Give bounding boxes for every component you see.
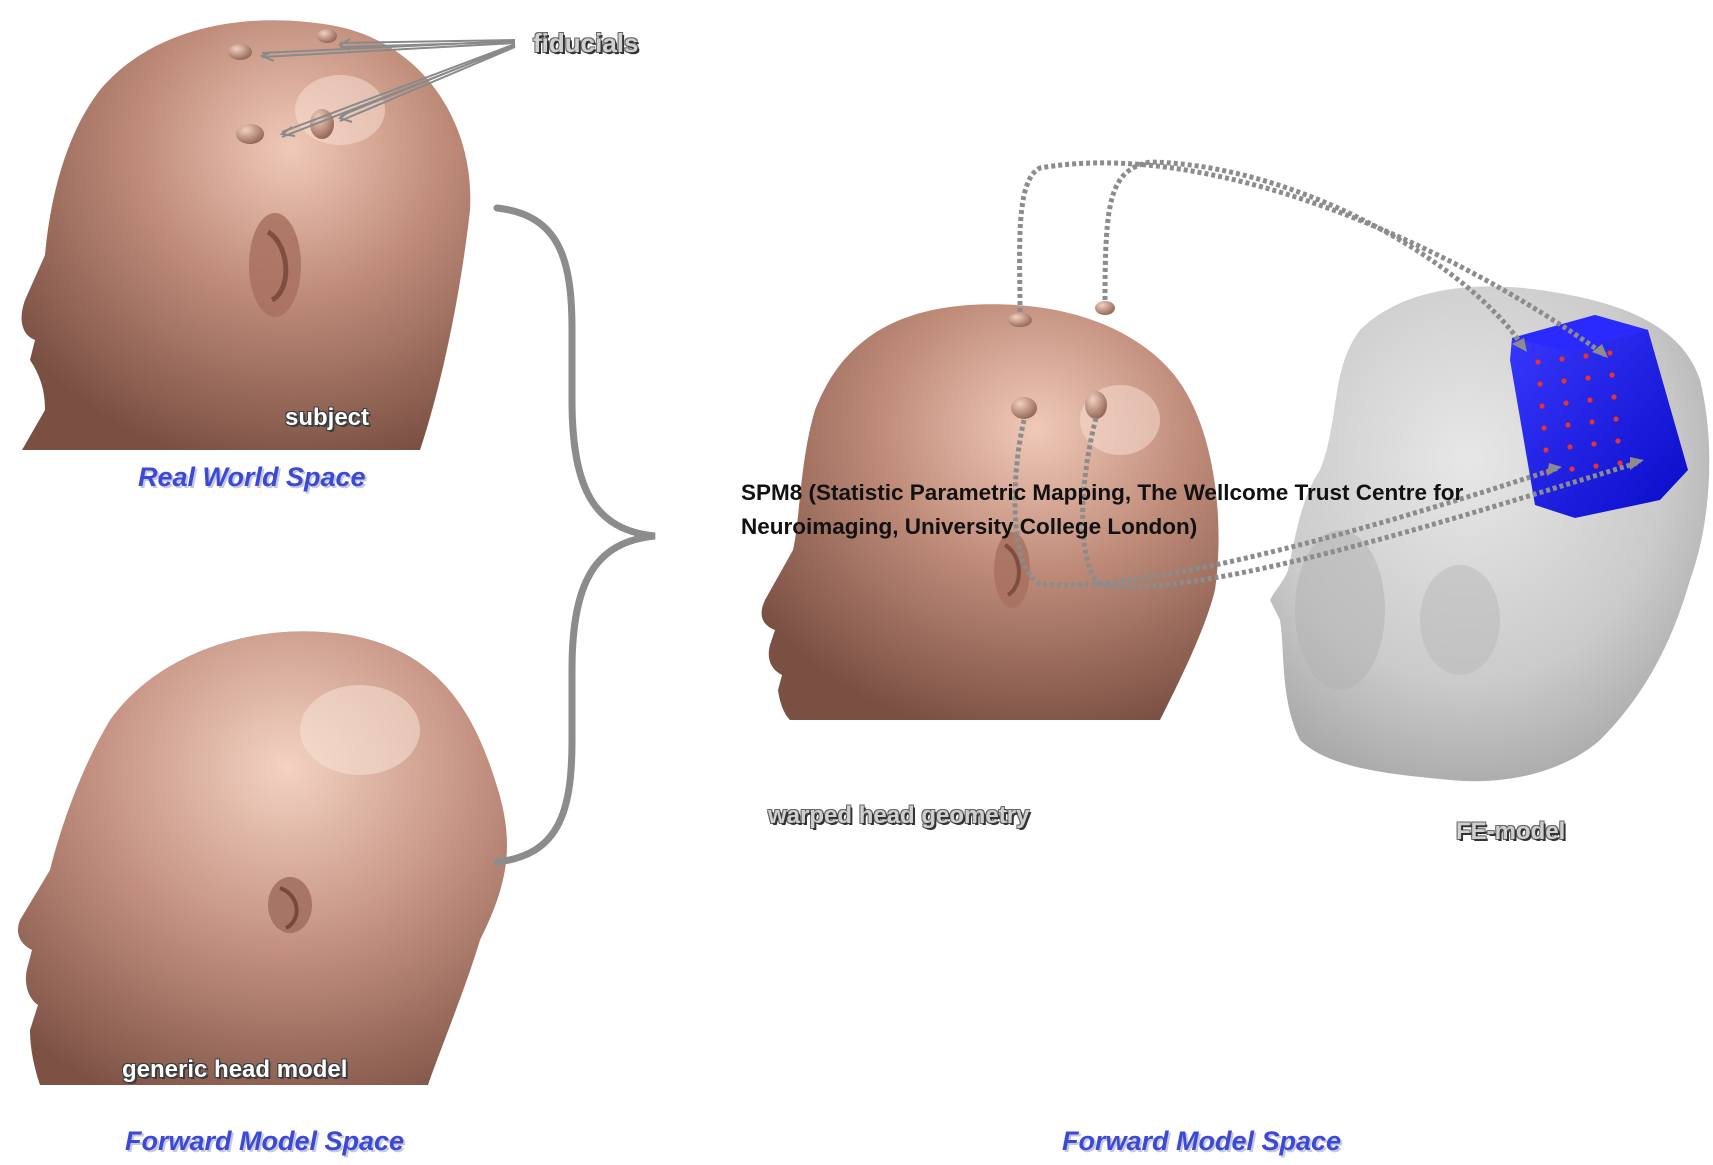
warped-fiducial-2 [1095,301,1115,315]
electrode-dot [1569,466,1574,471]
warped-fiducial-3 [1011,397,1037,419]
mapping-brace [497,208,655,862]
electrode-dot [1561,378,1566,383]
warped-fiducial-1 [1008,313,1032,327]
electrode-dot [1591,441,1596,446]
electrode-dot [1543,447,1548,452]
electrode-dot [1585,375,1590,380]
warped-fiducial-4 [1085,391,1107,419]
electrode-dot [1609,372,1614,377]
fe-model-face-shade [1295,530,1385,690]
electrode-dot [1537,381,1542,386]
electrode-dot [1539,403,1544,408]
electrode-dot [1607,350,1612,355]
generic-head-shape [18,631,507,1085]
electrode-dot [1617,460,1622,465]
forward-model-space-right-label: Forward Model Space [1062,1126,1341,1157]
generic-head-model-label: generic head model [122,1056,347,1084]
electrode-dot [1583,353,1588,358]
subject-head-shape [22,20,471,450]
electrode-dot [1593,463,1598,468]
electrode-dot [1567,444,1572,449]
electrode-dot [1615,438,1620,443]
electrode-dot [1613,416,1618,421]
warped-head-geometry-label: warped head geometry [768,802,1029,830]
electrode-dot [1559,356,1564,361]
electrode-dot [1535,359,1540,364]
electrode-dot [1541,425,1546,430]
generic-head-highlight [300,685,420,775]
forward-model-space-left-label: Forward Model Space [125,1126,404,1157]
fe-model-ear-shade [1420,565,1500,675]
fiducial-bump-3 [236,124,264,144]
electrode-dot [1589,419,1594,424]
electrode-dot [1611,394,1616,399]
electrode-dot [1587,397,1592,402]
subject-head [22,20,471,450]
real-world-space-label: Real World Space [138,462,366,493]
subject-label: subject [285,404,369,432]
fe-model-label: FE-model [1456,818,1565,846]
fiducials-label: fiducials [533,28,638,59]
fiducial-bump-2 [317,29,337,43]
generic-head [18,631,507,1085]
electrode-dot [1563,400,1568,405]
fiducial-bump-1 [228,44,252,60]
subject-ear [249,213,301,317]
spm8-caption: SPM8 (Statistic Parametric Mapping, The … [741,476,1531,544]
electrode-dot [1565,422,1570,427]
